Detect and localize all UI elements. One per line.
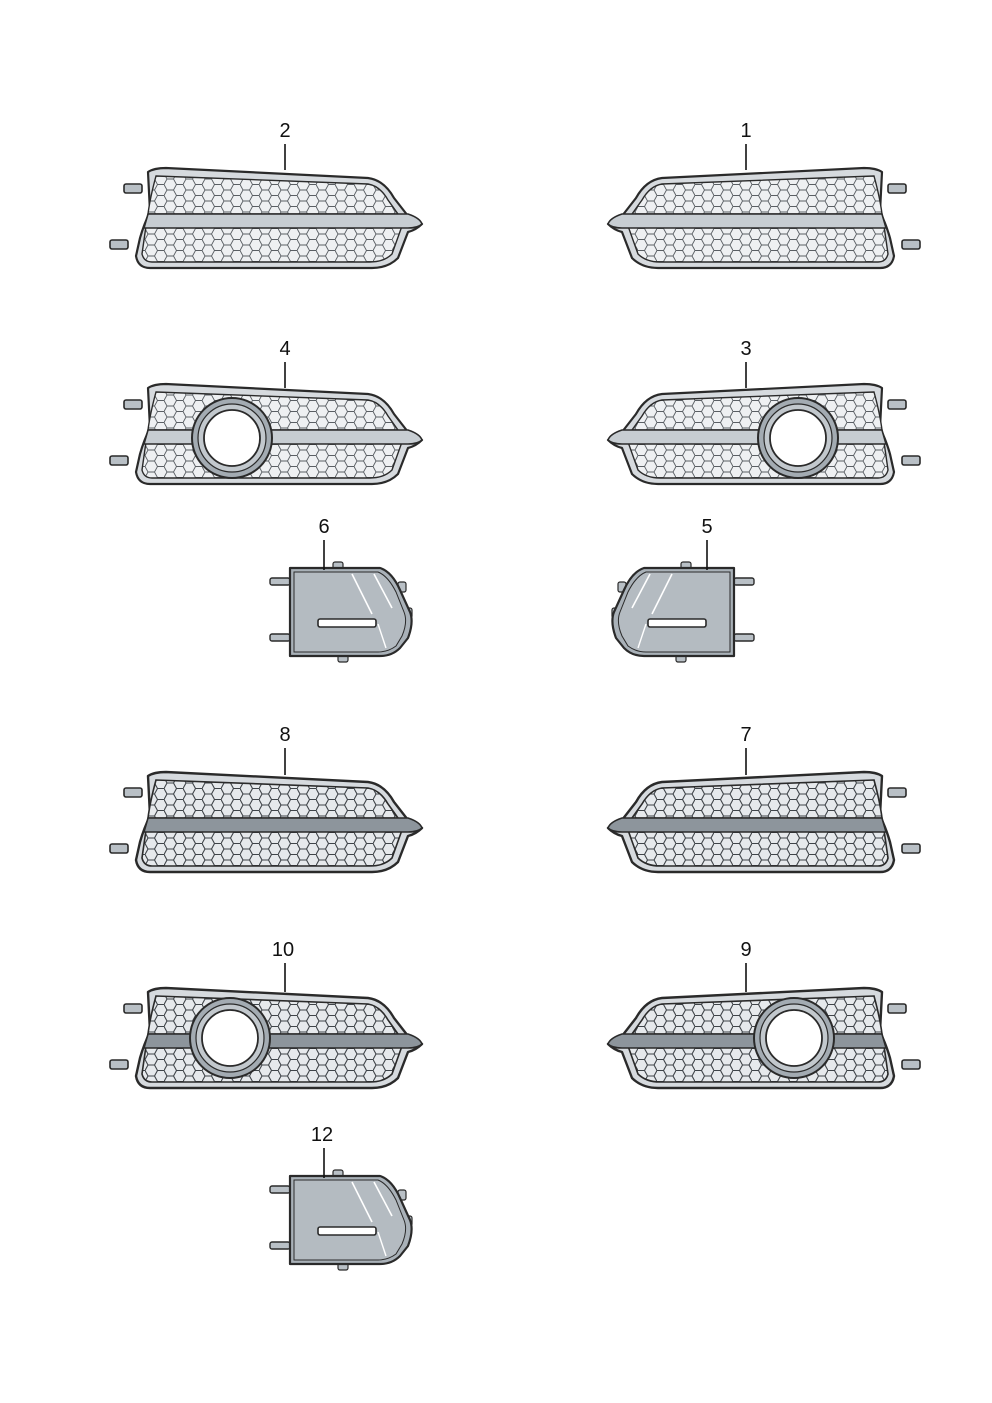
callout-10: 10	[272, 939, 294, 961]
callout-12: 12	[311, 1124, 333, 1146]
part-4-grille-fog-left	[108, 382, 424, 486]
callout-1: 1	[740, 120, 751, 142]
part-1-grille-right	[606, 166, 922, 270]
callout-6: 6	[318, 516, 329, 538]
leader-lines	[284, 144, 747, 1178]
part-8-grille-dark-left	[108, 770, 424, 874]
callouts: 2 1 4 3 6 5 8 7 10 9 12	[272, 120, 752, 1146]
part-7-grille-dark-right	[606, 770, 922, 874]
part-10-grille-fog-dark-left	[108, 986, 424, 1090]
part-2-grille-left	[108, 166, 424, 270]
callout-4: 4	[279, 338, 290, 360]
part-5-cover-right	[610, 560, 756, 664]
callout-9: 9	[740, 939, 751, 961]
callout-7: 7	[740, 724, 751, 746]
callout-2: 2	[279, 120, 290, 142]
callout-3: 3	[740, 338, 751, 360]
part-6-cover-left	[268, 560, 414, 664]
part-12-cover-left	[268, 1168, 414, 1272]
callout-8: 8	[279, 724, 290, 746]
part-3-grille-fog-right	[606, 382, 922, 486]
callout-5: 5	[701, 516, 712, 538]
part-9-grille-fog-dark-right	[606, 986, 922, 1090]
